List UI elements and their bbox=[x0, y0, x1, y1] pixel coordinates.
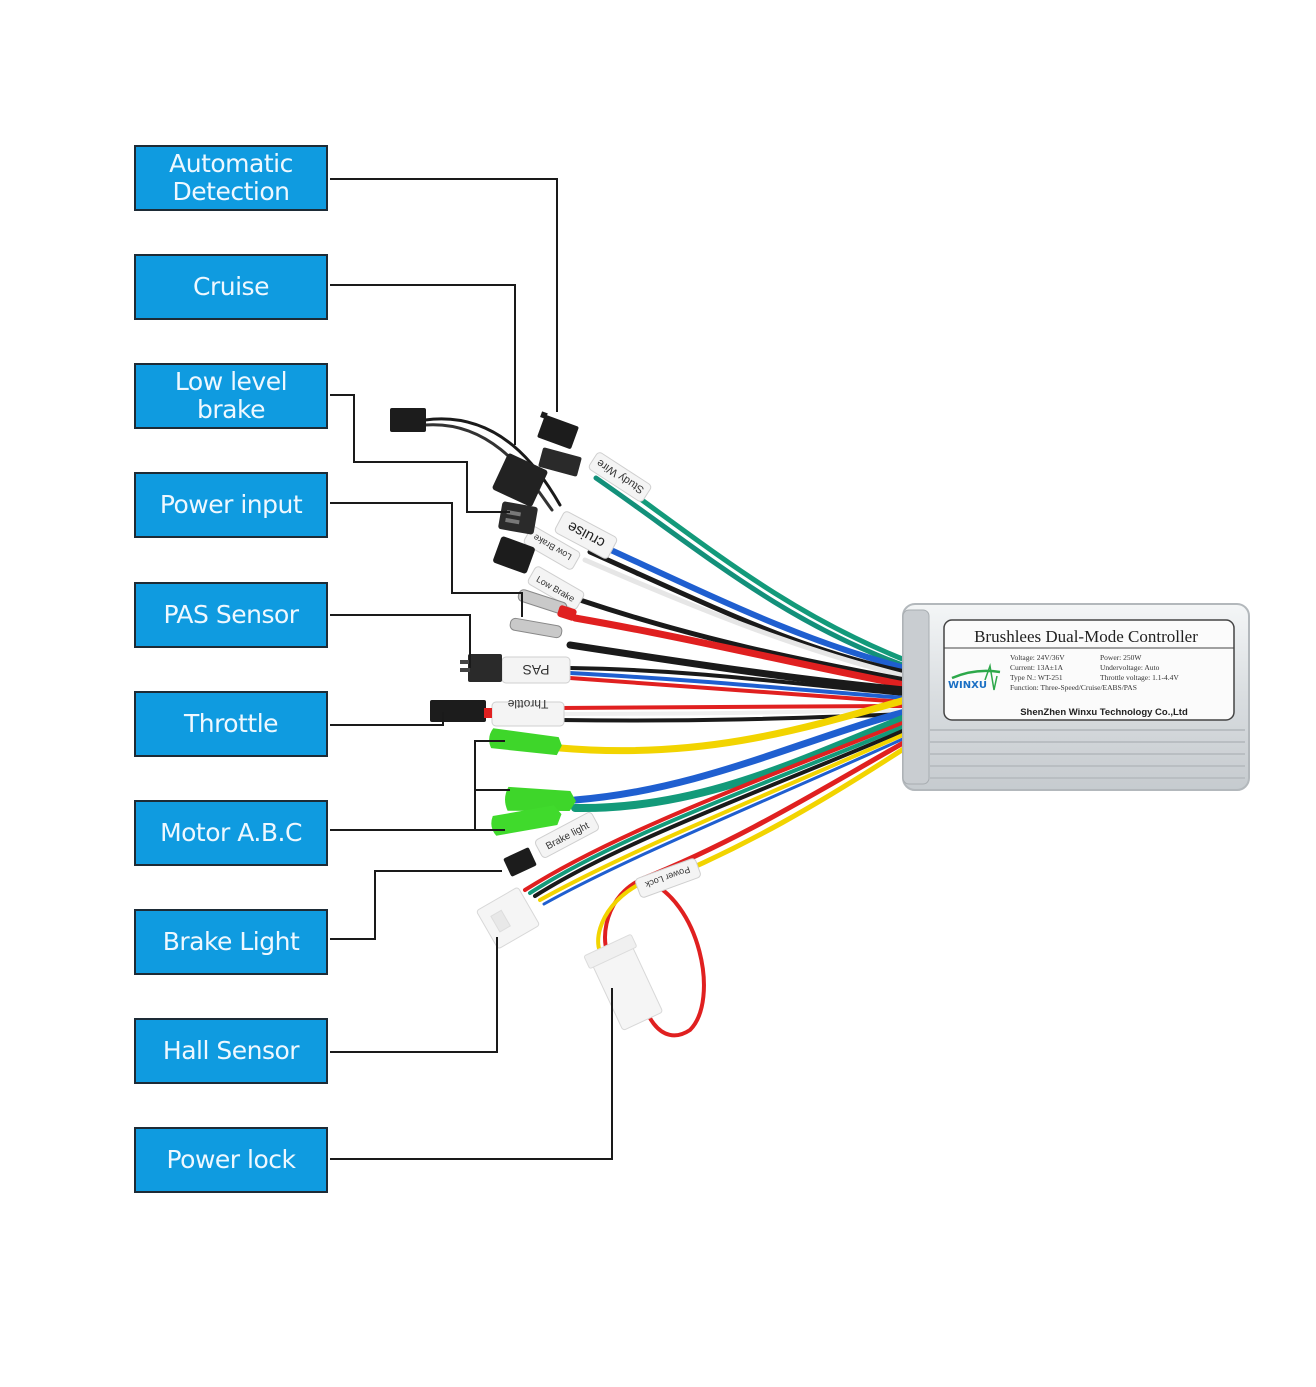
connector-low-brake bbox=[493, 536, 535, 574]
label-pas-sensor-text: PAS Sensor bbox=[163, 600, 299, 629]
wire-lowbrake-white bbox=[582, 557, 908, 679]
wire-hall-black bbox=[533, 728, 907, 898]
leader-throttle bbox=[330, 712, 444, 726]
wire-pas-blue bbox=[568, 671, 907, 700]
controller-specs: Voltage: 24V/36V Power: 250W Current: 13… bbox=[1010, 653, 1179, 692]
controller-manufacturer: ShenZhen Winxu Technology Co.,Ltd bbox=[1020, 707, 1188, 718]
label-motor-abc: Motor A.B.C bbox=[134, 800, 328, 866]
label-motor-abc-text: Motor A.B.C bbox=[160, 818, 302, 847]
wire-lowbrake-black bbox=[577, 597, 908, 683]
wire-hall-blue bbox=[542, 736, 907, 906]
wire-hall-green bbox=[528, 724, 907, 895]
wire-motor-yellow bbox=[556, 696, 909, 755]
leader-automatic-detection bbox=[330, 178, 558, 412]
label-power-lock-text: Power lock bbox=[166, 1145, 297, 1174]
label-pas-sensor: PAS Sensor bbox=[134, 582, 328, 648]
spec-undervoltage: Undervoltage: Auto bbox=[1100, 663, 1160, 672]
label-automatic-detection-text: Automatic Detection bbox=[169, 149, 293, 206]
tag-throttle: Throttle bbox=[507, 697, 548, 711]
connector-motor-green bbox=[491, 805, 562, 836]
spec-current: Current: 13A±1A bbox=[1010, 663, 1064, 672]
wire-study-green-2 bbox=[593, 475, 908, 669]
wire-bundle bbox=[423, 417, 909, 1038]
label-low-level-brake: Low level brake bbox=[134, 363, 328, 429]
leader-brake-light bbox=[330, 870, 502, 940]
wire-motor-blue bbox=[571, 708, 909, 804]
connector-cruise bbox=[498, 501, 538, 535]
label-throttle-text: Throttle bbox=[183, 709, 279, 738]
label-cruise: Cruise bbox=[134, 254, 328, 320]
label-throttle: Throttle bbox=[134, 691, 328, 757]
wire-detect-black-2 bbox=[423, 423, 554, 512]
leader-hall-sensor bbox=[330, 937, 498, 1053]
tag-pas: PAS bbox=[523, 662, 550, 678]
leader-cruise bbox=[330, 284, 516, 445]
label-low-level-brake-text: Low level brake bbox=[174, 367, 288, 424]
wire-pas-black bbox=[568, 666, 907, 696]
leader-lines bbox=[330, 178, 613, 1160]
spec-throttle-voltage: Throttle voltage: 1.1-4.4V bbox=[1100, 673, 1179, 682]
wire-throttle-red bbox=[558, 704, 907, 710]
connector-pas bbox=[460, 654, 502, 682]
connector-motor-blue bbox=[505, 786, 576, 811]
connector-motor-yellow bbox=[489, 728, 562, 756]
wire-hall-red bbox=[523, 720, 907, 892]
label-power-input: Power input bbox=[134, 472, 328, 538]
connector-detect-top bbox=[537, 411, 579, 449]
wire-cruise-blue bbox=[597, 542, 908, 671]
label-automatic-detection: Automatic Detection bbox=[134, 145, 328, 211]
leader-pas-sensor bbox=[330, 614, 471, 668]
wire-power-red bbox=[571, 614, 909, 689]
brand-logo-swoosh-icon bbox=[951, 669, 1001, 680]
controller: Brushlees Dual-Mode Controller WINXU Vol… bbox=[902, 603, 1250, 791]
wire-detect-black-1 bbox=[423, 417, 562, 507]
controller-label-panel bbox=[943, 619, 1235, 721]
label-hall-sensor: Hall Sensor bbox=[134, 1018, 328, 1084]
connector-brake-light bbox=[503, 847, 537, 877]
spec-function: Function: Three-Speed/Cruise/EABS/PAS bbox=[1010, 683, 1137, 692]
wire-motor-green bbox=[571, 714, 909, 813]
wire-pas-red bbox=[568, 676, 907, 704]
spec-voltage: Voltage: 24V/36V bbox=[1010, 653, 1065, 662]
label-brake-light: Brake Light bbox=[134, 909, 328, 975]
connector-detect-left bbox=[390, 408, 426, 432]
label-brake-light-text: Brake Light bbox=[162, 927, 300, 956]
controller-endcap bbox=[902, 609, 930, 785]
label-power-lock: Power lock bbox=[134, 1127, 328, 1193]
connector-power-bullets bbox=[509, 589, 577, 639]
leader-power-input bbox=[330, 502, 523, 617]
spec-power: Power: 250W bbox=[1100, 653, 1142, 662]
brand-name: WINXU bbox=[948, 680, 987, 691]
label-cruise-text: Cruise bbox=[193, 272, 269, 301]
connectors bbox=[390, 408, 663, 1031]
connector-power-lock bbox=[583, 934, 663, 1031]
label-hall-sensor-text: Hall Sensor bbox=[162, 1036, 300, 1065]
leader-motor-abc bbox=[330, 740, 505, 831]
label-power-input-text: Power input bbox=[159, 490, 303, 519]
controller-title: Brushlees Dual-Mode Controller bbox=[974, 627, 1198, 646]
connector-hall bbox=[476, 887, 540, 949]
wire-hall-yellow bbox=[538, 732, 907, 902]
wire-throttle-black bbox=[558, 712, 907, 723]
leader-low-level-brake bbox=[330, 394, 510, 513]
leader-power-lock bbox=[330, 988, 613, 1160]
controller-fins bbox=[930, 729, 1245, 779]
connector-cluster bbox=[492, 453, 548, 507]
wire-power-black bbox=[566, 641, 909, 694]
wire-cruise-black bbox=[587, 549, 908, 675]
connector-throttle bbox=[430, 700, 492, 722]
spec-type: Type N.: WT-251 bbox=[1010, 673, 1063, 682]
connector-detect-bottom bbox=[538, 447, 582, 477]
